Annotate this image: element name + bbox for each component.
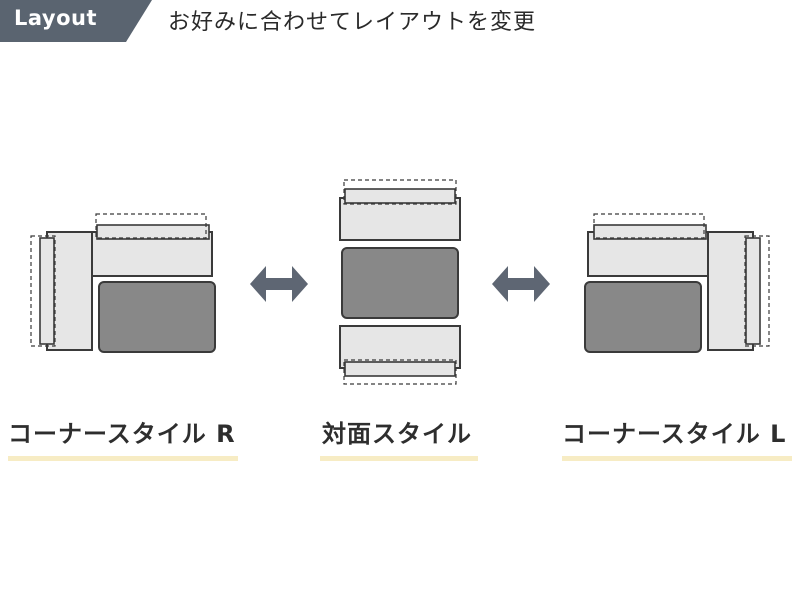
caption-corner-l: コーナースタイル L xyxy=(562,420,787,448)
corner-r-top-cushion-alt xyxy=(95,213,207,239)
double-arrow-icon xyxy=(250,266,308,302)
corner-l-top-cushion-alt xyxy=(593,213,705,239)
caption-corner-r: コーナースタイル R xyxy=(8,420,236,448)
corner-style-r-diagram xyxy=(30,213,216,353)
page-subtitle: お好みに合わせてレイアウトを変更 xyxy=(168,10,537,35)
caption-corner-r-underline xyxy=(8,456,238,461)
corner-style-l-diagram xyxy=(584,213,770,353)
corner-r-table xyxy=(98,281,216,353)
layout-badge: Layout xyxy=(0,0,152,42)
face-to-face-diagram xyxy=(339,179,461,385)
double-arrow-icon xyxy=(492,266,550,302)
face-top-sofa xyxy=(339,197,461,241)
corner-r-top-cushion xyxy=(96,224,210,240)
face-bottom-cushion-alt xyxy=(343,359,457,385)
caption-face-to-face: 対面スタイル xyxy=(322,420,472,448)
corner-l-top-cushion xyxy=(593,224,707,240)
caption-face-to-face-underline xyxy=(320,456,478,461)
face-table xyxy=(341,247,459,319)
face-top-cushion xyxy=(344,188,456,204)
caption-corner-l-underline xyxy=(562,456,792,461)
layout-diagram xyxy=(30,179,770,385)
badge-label: Layout xyxy=(14,6,98,30)
corner-r-side-cushion xyxy=(39,237,55,345)
corner-l-side-cushion-alt xyxy=(744,235,770,347)
face-bottom-cushion xyxy=(344,361,456,377)
badge-shape xyxy=(0,0,152,42)
corner-r-side-cushion-alt xyxy=(30,235,56,347)
corner-l-table xyxy=(584,281,702,353)
face-top-cushion-alt xyxy=(343,179,457,205)
corner-l-side-cushion xyxy=(745,237,761,345)
